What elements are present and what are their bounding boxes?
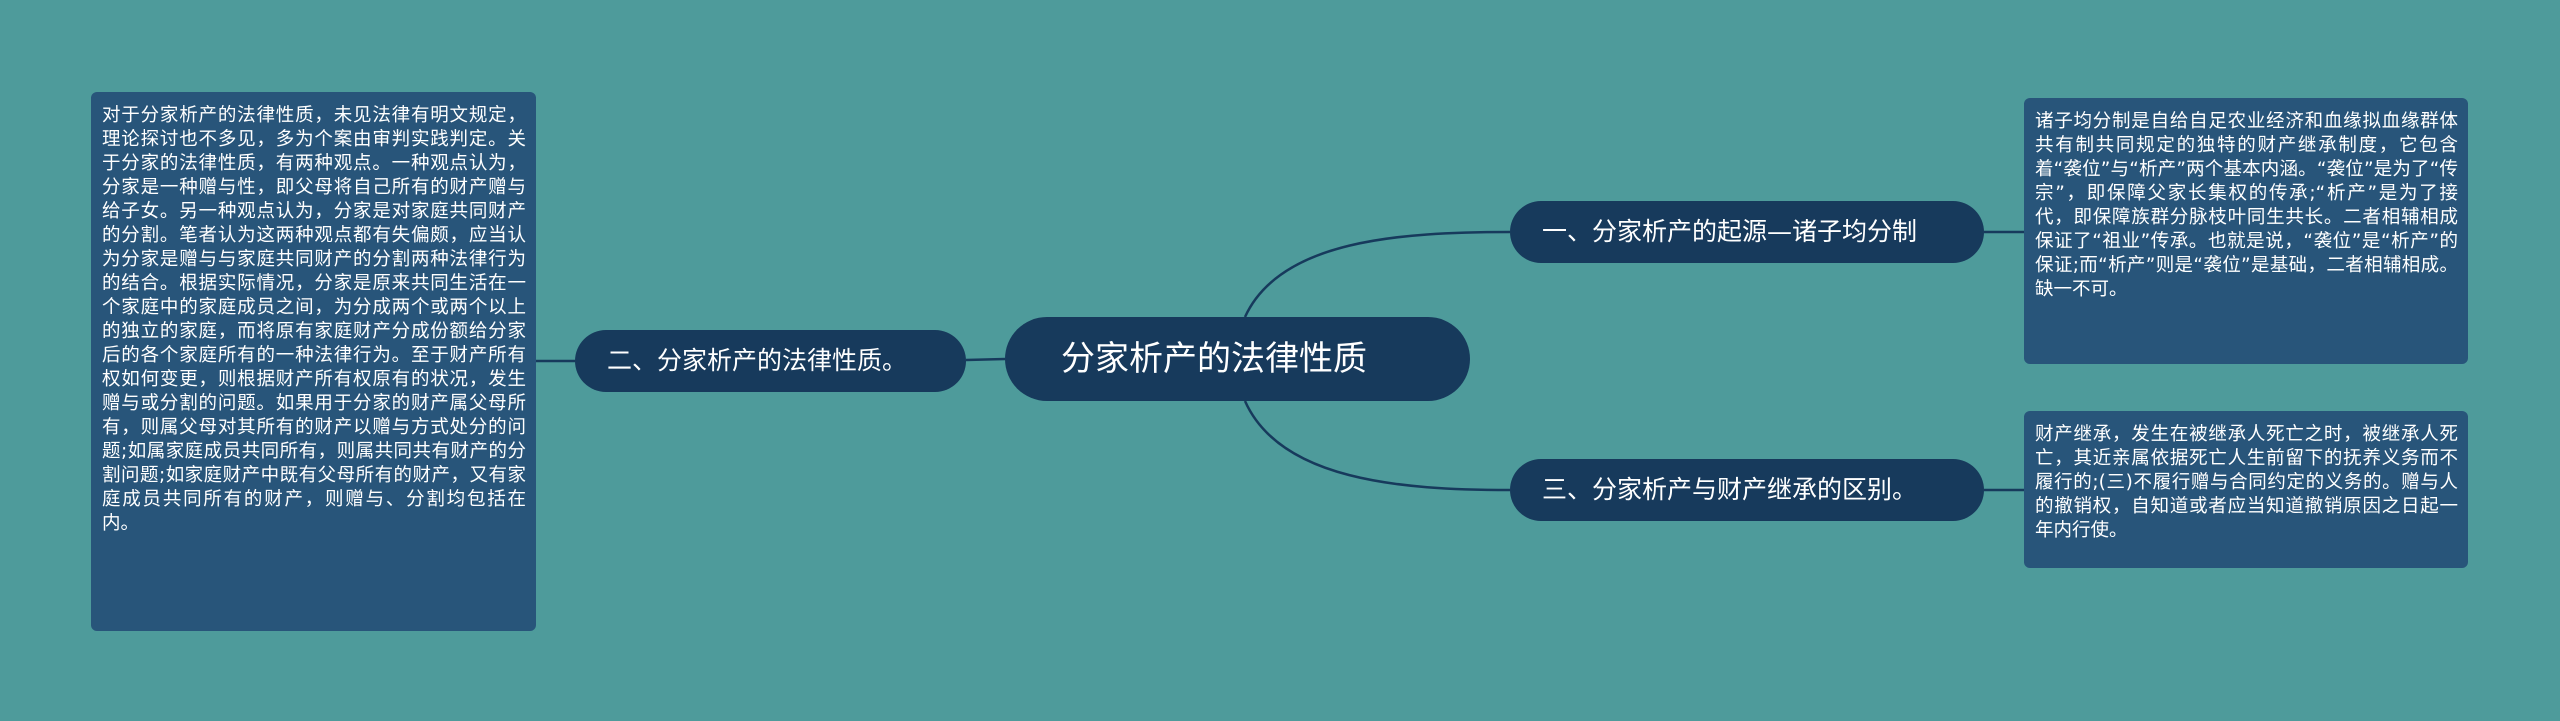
leaf-note-legal-nature[interactable]: 对于分家析产的法律性质，未见法律有明文规定，理论探讨也不多见，多为个案由审判实践… xyxy=(91,92,536,631)
leaf-note-difference[interactable]: 财产继承，发生在被继承人死亡之时，被继承人死亡，其近亲属依据死亡人生前留下的抚养… xyxy=(2024,411,2468,568)
connector-root-to-branch-2 xyxy=(965,357,1006,362)
leaf-note-origin[interactable]: 诸子均分制是自给自足农业经济和血缘拟血缘群体共有制共同规定的独特的财产继承制度，… xyxy=(2024,98,2468,364)
connector-root-to-branch-3 xyxy=(1243,400,1511,492)
connector-root-to-branch-1 xyxy=(1243,230,1511,318)
branch-node-difference[interactable]: 三、分家析产与财产继承的区别。 xyxy=(1510,459,1984,521)
branch-node-origin[interactable]: 一、分家析产的起源—诸子均分制 xyxy=(1510,201,1984,263)
root-node[interactable]: 分家析产的法律性质 xyxy=(1005,317,1470,401)
branch-node-legal-nature[interactable]: 二、分家析产的法律性质。 xyxy=(575,330,966,392)
